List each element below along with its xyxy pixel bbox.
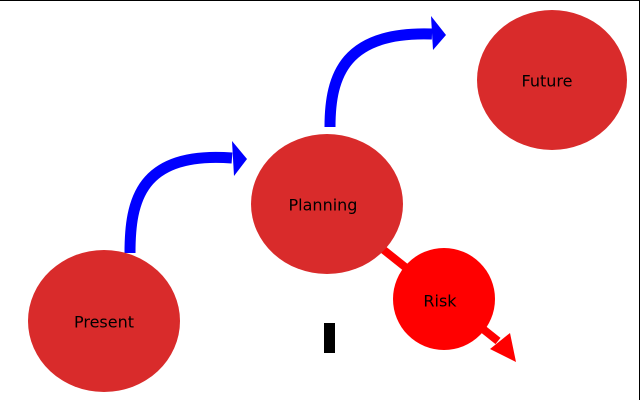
black-marker-bar	[324, 323, 335, 353]
node-risk-circle	[393, 248, 495, 350]
arrow-planning-to-risk-head	[490, 333, 516, 362]
node-present: Present	[28, 250, 180, 392]
arrow-planning-to-future-shaft	[324, 28, 433, 128]
arrow-present-to-planning-shaft	[124, 151, 233, 254]
node-planning-label: Planning	[289, 196, 358, 215]
arrow-present-to-planning	[124, 141, 247, 254]
arrow-planning-to-future-head	[431, 16, 446, 50]
node-future: Future	[477, 10, 627, 150]
node-present-circle	[28, 250, 180, 392]
node-risk: Risk	[393, 248, 495, 350]
arrow-present-to-planning-head	[232, 141, 247, 176]
node-future-label: Future	[522, 72, 573, 91]
node-planning-circle	[251, 134, 403, 274]
node-risk-label: Risk	[423, 292, 457, 311]
node-planning: Planning	[251, 134, 403, 274]
node-future-circle	[477, 10, 627, 150]
node-present-label: Present	[74, 313, 134, 332]
arrow-planning-to-future	[324, 16, 446, 128]
